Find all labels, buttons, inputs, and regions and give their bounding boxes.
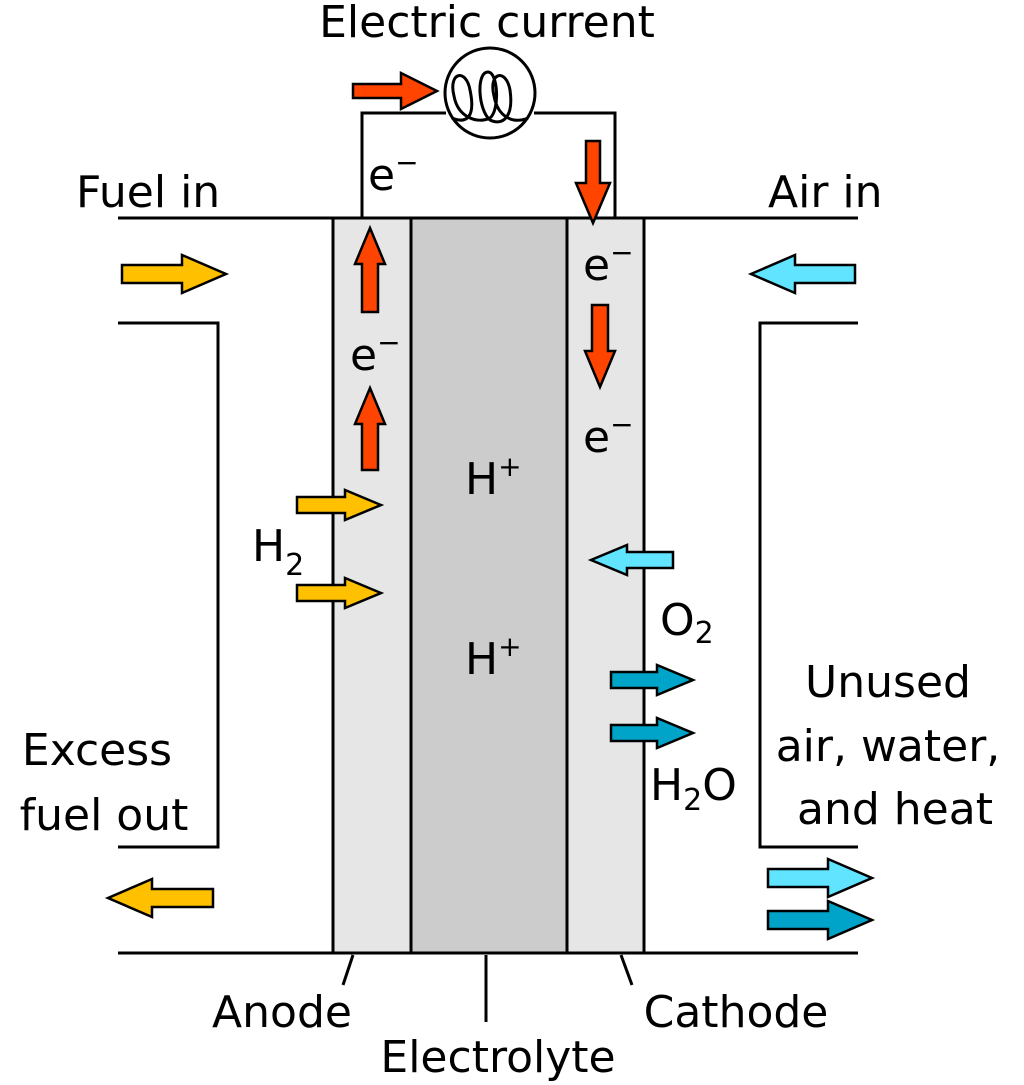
electron-flow-arrow — [583, 303, 617, 391]
label-unused: Unused air, water, and heat — [776, 657, 1015, 835]
cathode-leader — [619, 954, 634, 986]
electron-label: e− — [368, 146, 419, 201]
water-label: H2O — [650, 760, 737, 818]
air-out-arrow — [766, 857, 876, 899]
hydrogen-label: H2 — [252, 521, 304, 583]
electron-flow-arrow — [353, 384, 387, 472]
svg-text:H+: H+ — [465, 630, 522, 685]
electron-flow-arrow — [351, 70, 440, 112]
hydrogen-arrow — [295, 488, 385, 522]
water-out-arrow — [766, 899, 876, 941]
anode-leader — [341, 954, 355, 986]
hydrogen-arrow — [295, 576, 385, 610]
electrolyte-layer — [409, 216, 569, 955]
svg-text:e−: e− — [583, 408, 634, 463]
svg-text:H2: H2 — [252, 521, 304, 583]
water-arrow — [609, 716, 697, 750]
excess-line1: Excess — [22, 725, 172, 776]
label-air-in: Air in — [768, 167, 883, 218]
svg-text:O2: O2 — [660, 595, 714, 651]
svg-text:e−: e− — [583, 236, 634, 291]
electron-flow-arrow — [574, 139, 612, 227]
svg-text:H+: H+ — [465, 450, 522, 505]
lamp-icon — [443, 46, 537, 140]
circuit-wire-left — [360, 111, 446, 218]
svg-text:H2O: H2O — [650, 760, 737, 818]
fuel-out-arrow — [104, 877, 215, 919]
electron-label: e− — [583, 236, 634, 291]
circuit-wire-right — [534, 111, 617, 218]
unused-line2: air, water, — [776, 721, 1001, 772]
electron-label: e− — [350, 326, 401, 381]
air-in-arrow — [747, 253, 857, 295]
oxygen-label: O2 — [660, 595, 714, 651]
electron-flow-arrow — [353, 224, 387, 314]
water-arrow — [609, 663, 697, 697]
label-electrolyte: Electrolyte — [380, 1032, 615, 1083]
label-fuel-in: Fuel in — [76, 167, 220, 218]
unused-line3: and heat — [797, 784, 993, 835]
svg-text:e−: e− — [350, 326, 401, 381]
air-channel-wall — [758, 321, 858, 849]
electron-label: e− — [583, 408, 634, 463]
svg-text:e−: e− — [368, 146, 419, 201]
fuel-channel-wall — [118, 321, 220, 849]
excess-line2: fuel out — [20, 790, 189, 841]
label-anode: Anode — [212, 987, 352, 1038]
label-cathode: Cathode — [644, 987, 829, 1038]
unused-line1: Unused — [805, 657, 971, 708]
title-electric-current: Electric current — [319, 0, 655, 48]
proton-label: H+ — [465, 630, 522, 685]
label-excess-fuel: Excess fuel out — [20, 725, 189, 841]
fuel-in-arrow — [120, 253, 230, 295]
proton-label: H+ — [465, 450, 522, 505]
oxygen-arrow — [587, 543, 675, 577]
